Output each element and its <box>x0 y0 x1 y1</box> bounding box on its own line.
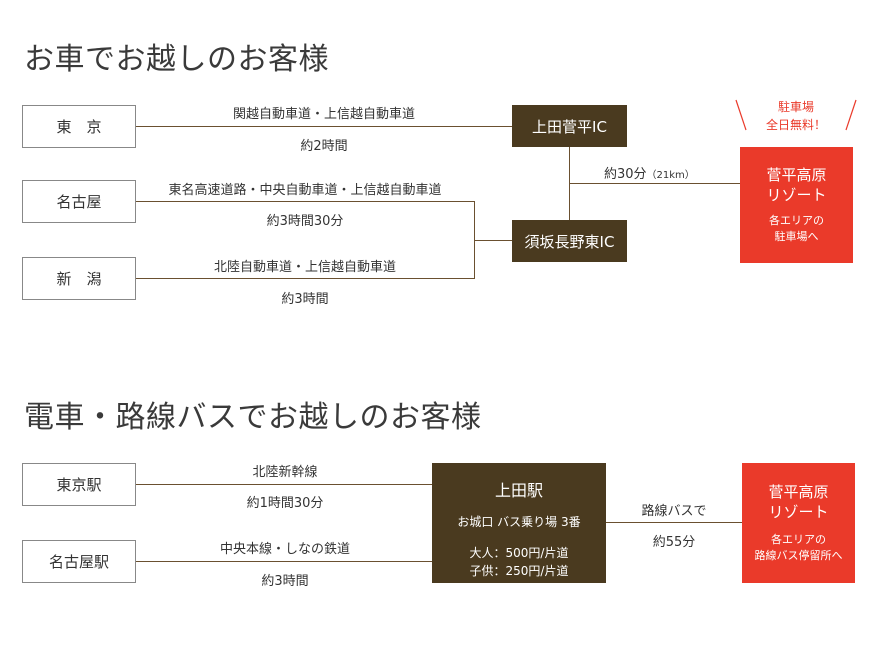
route-line-nagoya-station <box>135 561 432 562</box>
resort-name-line2: リゾート <box>768 503 829 521</box>
resort-note-line1: 各エリアの <box>769 214 824 227</box>
road-label-niigata: 北陸自動車道・上信越自動車道 <box>213 260 397 275</box>
time-label-nagoya: 約3時間30分 <box>266 214 344 229</box>
line-label-tokyo: 北陸新幹線 <box>252 465 318 480</box>
to-resort-time-text: 約30分 <box>604 167 647 182</box>
route-merge-line <box>474 201 475 278</box>
ic-suzaka-naganohigashi: 須坂長野東IC <box>512 220 627 262</box>
origin-tokyo: 東 京 <box>22 105 136 148</box>
train-section-heading: 電車・路線バスでお越しのお客様 <box>24 400 482 435</box>
origin-nagoya: 名古屋 <box>22 180 136 223</box>
ic-ueda-sugadaira: 上田菅平IC <box>512 105 627 147</box>
origin-nagoya-station: 名古屋駅 <box>22 540 136 583</box>
bus-time: 約55分 <box>652 535 696 550</box>
parking-free-note: 駐車場 全日無料！ <box>750 98 842 134</box>
origin-niigata: 新 潟 <box>22 257 136 300</box>
time-label-nagoya-station: 約3時間 <box>261 574 309 589</box>
route-line-tokyo <box>135 126 512 127</box>
to-resort-distance: （21km） <box>646 170 695 181</box>
to-resort-time: 約30分（21km） <box>604 163 695 182</box>
time-label-tokyo-station: 約1時間30分 <box>246 496 324 511</box>
ueda-station-box: 上田駅 お城口 バス乗り場 3番 大人：500円/片道 子供：250円/片道 <box>432 463 606 583</box>
time-label-tokyo: 約2時間 <box>300 139 348 154</box>
destination-resort-car: 菅平高原 リゾート 各エリアの 駐車場へ <box>740 147 853 263</box>
route-line-nagoya <box>135 201 475 202</box>
station-name: 上田駅 <box>494 481 543 500</box>
fare-info: 大人：500円/片道 子供：250円/片道 <box>432 544 606 580</box>
route-line-tokyo-station <box>135 484 432 485</box>
bus-route-line <box>606 522 742 523</box>
route-line-to-suzaka <box>474 240 512 241</box>
resort-note-line2: 駐車場へ <box>774 230 819 243</box>
time-label-niigata: 約3時間 <box>281 292 329 307</box>
bus-label: 路線バスで <box>641 504 707 519</box>
road-label-tokyo: 関越自動車道・上信越自動車道 <box>232 107 416 122</box>
parking-note-line1: 駐車場 <box>777 100 814 114</box>
resort-name-line1: 菅平高原 <box>766 166 827 184</box>
resort-note-line2: 路線バス停留所へ <box>754 549 843 562</box>
destination-resort-train: 菅平高原 リゾート 各エリアの 路線バス停留所へ <box>742 463 855 583</box>
parking-note-marks <box>735 99 857 131</box>
resort-name-line2: リゾート <box>766 186 827 204</box>
fare-child: 子供：250円/片道 <box>469 564 569 578</box>
road-label-nagoya: 東名高速道路・中央自動車道・上信越自動車道 <box>168 183 442 198</box>
fare-adult: 大人：500円/片道 <box>469 546 569 560</box>
parking-note-line2: 全日無料！ <box>765 118 826 132</box>
car-section-heading: お車でお越しのお客様 <box>24 42 329 77</box>
line-label-nagoya: 中央本線・しなの鉄道 <box>219 542 351 557</box>
origin-tokyo-station: 東京駅 <box>22 463 136 506</box>
route-line-niigata <box>135 278 475 279</box>
resort-note-line1: 各エリアの <box>771 533 826 546</box>
resort-name-line1: 菅平高原 <box>768 483 829 501</box>
bus-stop-info: お城口 バス乗り場 3番 <box>457 515 581 529</box>
route-line-to-resort <box>569 183 740 184</box>
